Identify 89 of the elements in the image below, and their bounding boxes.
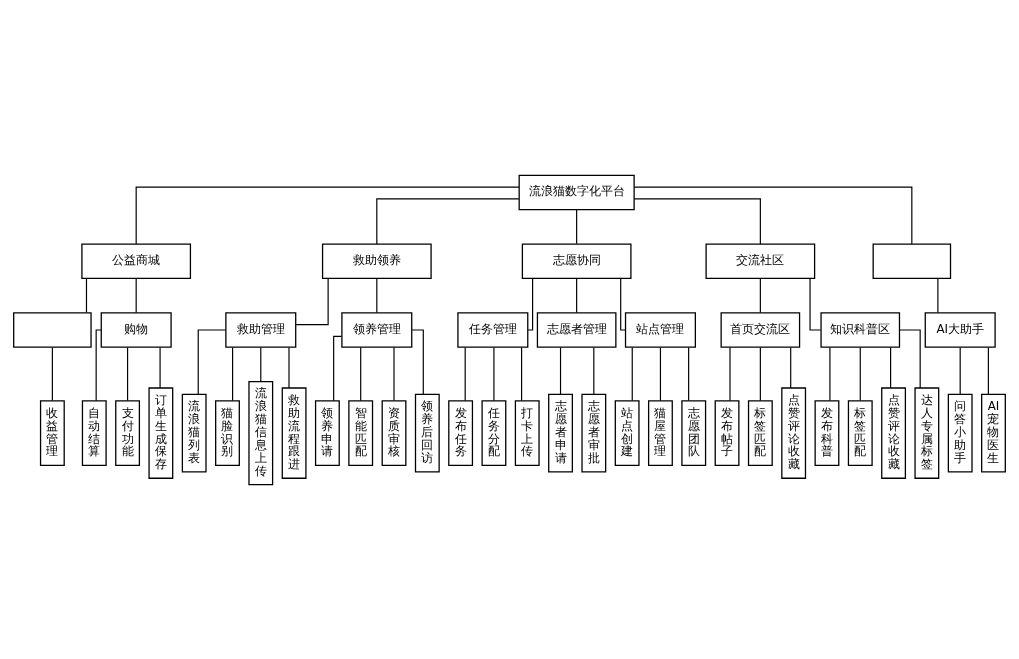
connector xyxy=(288,346,290,389)
node-box: 救助流程跟进 xyxy=(281,386,307,479)
node-box: 首页交流区 xyxy=(720,311,801,348)
connector xyxy=(890,346,892,389)
connector xyxy=(759,277,761,313)
node-box: 志愿者申请 xyxy=(548,393,573,472)
connector xyxy=(295,277,329,325)
node-box: 志愿者审批 xyxy=(581,393,607,472)
node-box: 流浪猫列表 xyxy=(181,393,207,472)
node-box: 达人专属标签 xyxy=(914,386,940,479)
node-box: 猫脸识别 xyxy=(215,399,240,466)
connector xyxy=(576,208,578,244)
node-box: 问答小助手 xyxy=(947,393,973,472)
node-box: 资质审核 xyxy=(381,399,407,466)
node-box: 自动结算 xyxy=(81,399,107,466)
node-box: 救助管理 xyxy=(225,311,297,348)
connector xyxy=(127,346,129,401)
node-box: 打卡上传 xyxy=(514,399,540,466)
connector xyxy=(135,186,520,245)
connector xyxy=(95,328,102,401)
node-box: 公益商城 xyxy=(81,242,192,279)
connector xyxy=(232,346,234,401)
node-box: 志愿协同 xyxy=(521,242,632,279)
connector xyxy=(859,346,861,401)
node-box: 流浪猫数字化平台 xyxy=(518,174,635,210)
connector xyxy=(85,277,88,313)
connector xyxy=(576,277,578,313)
connector xyxy=(659,346,662,401)
connector xyxy=(829,346,831,401)
node-box xyxy=(13,311,92,348)
node-box: 标签匹配 xyxy=(847,399,873,466)
connector xyxy=(593,346,595,395)
connector xyxy=(987,346,989,395)
node-box: 订单生成保存 xyxy=(148,386,174,479)
connector xyxy=(959,346,961,395)
connector xyxy=(759,346,761,401)
node-box: 站点创建 xyxy=(614,399,640,466)
node-box: 猫屋管理 xyxy=(648,399,673,466)
node-box: 购物 xyxy=(100,311,172,348)
node-box: 站点管理 xyxy=(624,311,696,348)
node-box: 发布科普 xyxy=(814,399,840,466)
connector xyxy=(729,346,731,401)
node-box: AI宠物医生 xyxy=(981,393,1006,472)
connector xyxy=(464,346,466,401)
node-box: 救助领养 xyxy=(321,242,432,279)
node-box: 发布任务 xyxy=(448,399,474,466)
connector xyxy=(559,346,562,395)
node-box: 领养管理 xyxy=(341,311,413,348)
node-box: 志愿团队 xyxy=(681,399,707,466)
connector xyxy=(333,335,343,401)
connector xyxy=(376,277,378,313)
connector xyxy=(360,346,362,401)
node-box: 流浪猫信息上传 xyxy=(248,380,274,485)
connector xyxy=(51,346,53,401)
node-box: 志愿者管理 xyxy=(536,311,617,348)
connector xyxy=(159,346,161,389)
node-box: 交流社区 xyxy=(705,242,816,279)
node-box: 任务分配 xyxy=(481,399,507,466)
connector xyxy=(898,328,921,388)
connector xyxy=(197,328,227,395)
connector xyxy=(631,346,633,401)
connector xyxy=(688,346,690,401)
node-box: 知识科普区 xyxy=(820,311,901,348)
connector xyxy=(633,186,913,245)
connector xyxy=(633,197,761,244)
node-box: 发布帖子 xyxy=(714,399,740,466)
node-box: 标签匹配 xyxy=(747,399,773,466)
connector xyxy=(527,277,534,331)
node-box: 点赞评论收藏 xyxy=(781,386,807,479)
node-box: 点赞评论收藏 xyxy=(881,386,907,479)
node-box: 任务管理 xyxy=(457,311,529,348)
connector xyxy=(393,346,395,401)
connector xyxy=(809,277,822,331)
connector xyxy=(260,346,262,382)
connector xyxy=(620,277,626,331)
node-box: 支付功能 xyxy=(115,399,141,466)
connector xyxy=(937,277,939,313)
connector xyxy=(790,346,792,389)
node-box: 收益管理 xyxy=(39,399,65,466)
connector xyxy=(135,277,137,313)
node-box: 智能匹配 xyxy=(348,399,374,466)
node-box xyxy=(872,242,952,279)
connector xyxy=(493,346,495,401)
connector xyxy=(411,328,424,395)
node-box: 领养后回访 xyxy=(414,393,440,472)
node-box: AI大助手 xyxy=(924,311,996,348)
connector xyxy=(376,197,520,244)
node-box: 领养申请 xyxy=(314,399,340,466)
connector xyxy=(521,346,523,401)
